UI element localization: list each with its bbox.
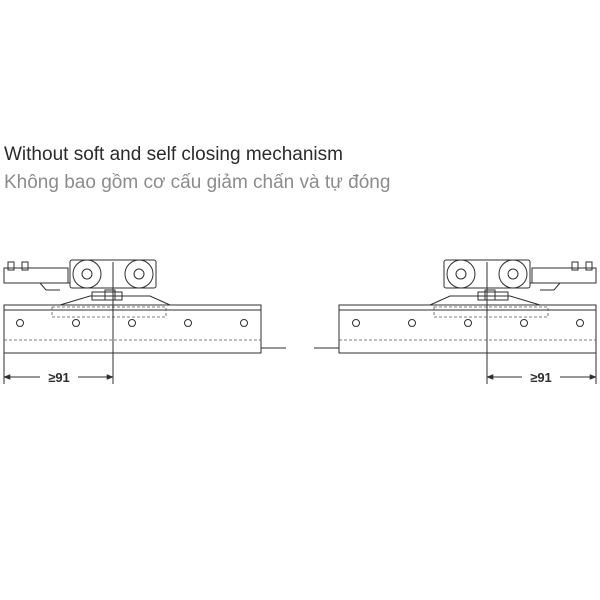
right-hanger-bracket — [530, 261, 597, 291]
left-screw-holes — [16, 319, 248, 327]
title-vietnamese: Không bao gồm cơ cấu giảm chấn và tự đón… — [4, 172, 391, 193]
right-dimension-label: ≥91 — [530, 370, 552, 385]
right-assembly: ≥91 — [314, 259, 597, 385]
right-rollers — [446, 259, 528, 289]
left-hanger-bracket — [3, 261, 70, 291]
right-screw-holes — [352, 319, 584, 327]
left-assembly: ≥91 — [3, 259, 286, 385]
left-carriage-base — [59, 295, 171, 306]
right-carriage-base — [429, 295, 541, 306]
title-english: Without soft and self closing mechanism — [4, 144, 343, 165]
left-door-panel — [3, 304, 262, 354]
right-door-panel — [338, 304, 597, 354]
left-dimension-label: ≥91 — [48, 370, 70, 385]
left-rollers — [72, 259, 154, 289]
